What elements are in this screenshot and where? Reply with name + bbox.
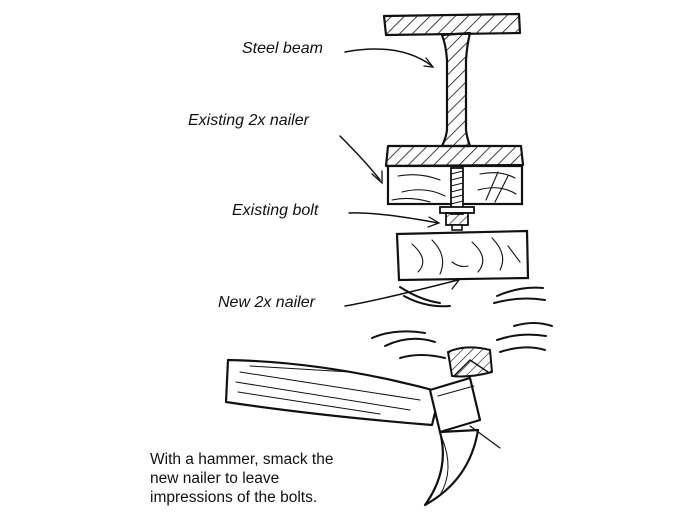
caption-line: With a hammer, smack the — [150, 451, 334, 468]
label-existing-bolt: Existing bolt — [232, 202, 319, 219]
label-steel-beam: Steel beam — [242, 40, 323, 57]
bolt-icon — [439, 167, 475, 231]
label-existing-nailer: Existing 2x nailer — [188, 112, 309, 129]
steel-beam-icon — [382, 12, 525, 168]
new-nailer — [395, 229, 530, 282]
caption-line: impressions of the bolts. — [150, 489, 318, 506]
caption-line: new nailer to leave — [150, 470, 280, 487]
hammer-icon — [224, 346, 501, 507]
label-new-nailer: New 2x nailer — [218, 294, 315, 311]
motion-lines — [371, 286, 553, 359]
caption: With a hammer, smack the new nailer to l… — [150, 450, 450, 507]
leader-lines — [339, 48, 461, 307]
